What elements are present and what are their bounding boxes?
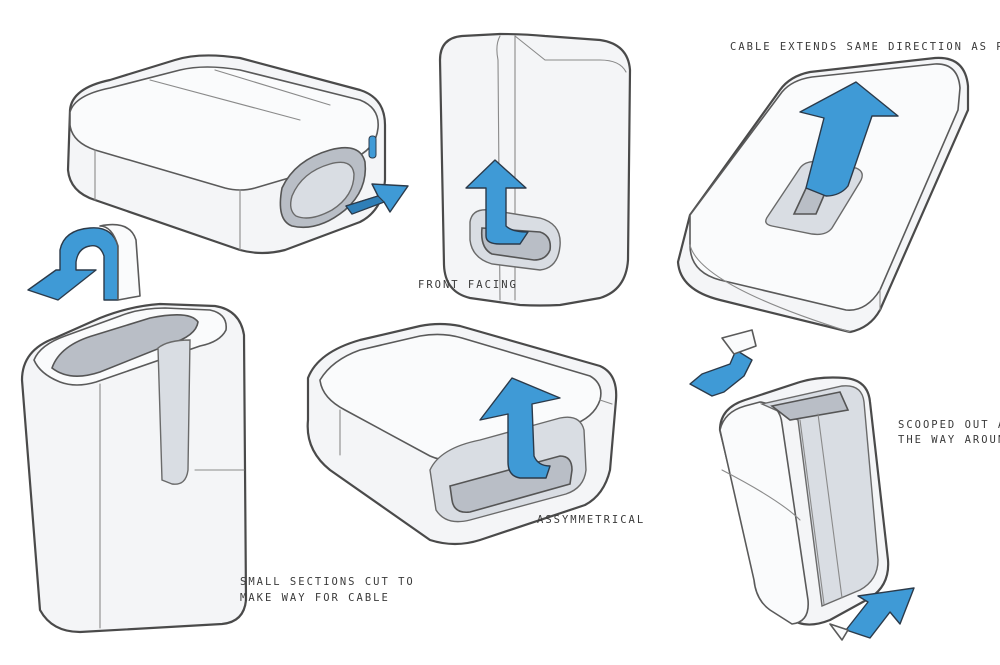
sketch-flat-battery-side-slot xyxy=(66,54,409,255)
sketch-tilted-battery-cable-up xyxy=(676,56,970,334)
annotation-small-sections-line2: MAKE WAY FOR CABLE xyxy=(240,592,390,604)
arrow-down-curved-icon xyxy=(689,329,757,397)
sketch-tall-battery-top-channel xyxy=(20,223,248,634)
arrow-down-curved-icon xyxy=(27,223,141,301)
sketch-flat-battery-asymmetrical xyxy=(306,322,618,546)
annotation-scooped-line2: THE WAY AROUND xyxy=(898,434,1000,446)
annotation-front-facing: FRONT FACING xyxy=(418,279,518,291)
arrow-right-icon xyxy=(345,183,409,215)
sketch-tilted-battery-scooped xyxy=(689,329,915,641)
led-indicator-icon xyxy=(368,135,377,159)
arrow-up-curved-icon xyxy=(799,81,899,197)
arrow-up-curved-icon xyxy=(829,587,915,641)
annotation-cable-direction: CABLE EXTENDS SAME DIRECTION AS PHONE xyxy=(730,41,1000,53)
annotation-small-sections-line1: SMALL SECTIONS CUT TO xyxy=(240,576,415,588)
arrow-up-curved-icon xyxy=(465,159,529,245)
annotation-scooped-line1: SCOOPED OUT ALL xyxy=(898,419,1000,431)
sketch-standing-battery-front xyxy=(438,32,632,307)
annotation-asymmetrical: ASSYMMETRICAL xyxy=(537,514,646,526)
arrow-up-curved-icon xyxy=(479,377,561,479)
